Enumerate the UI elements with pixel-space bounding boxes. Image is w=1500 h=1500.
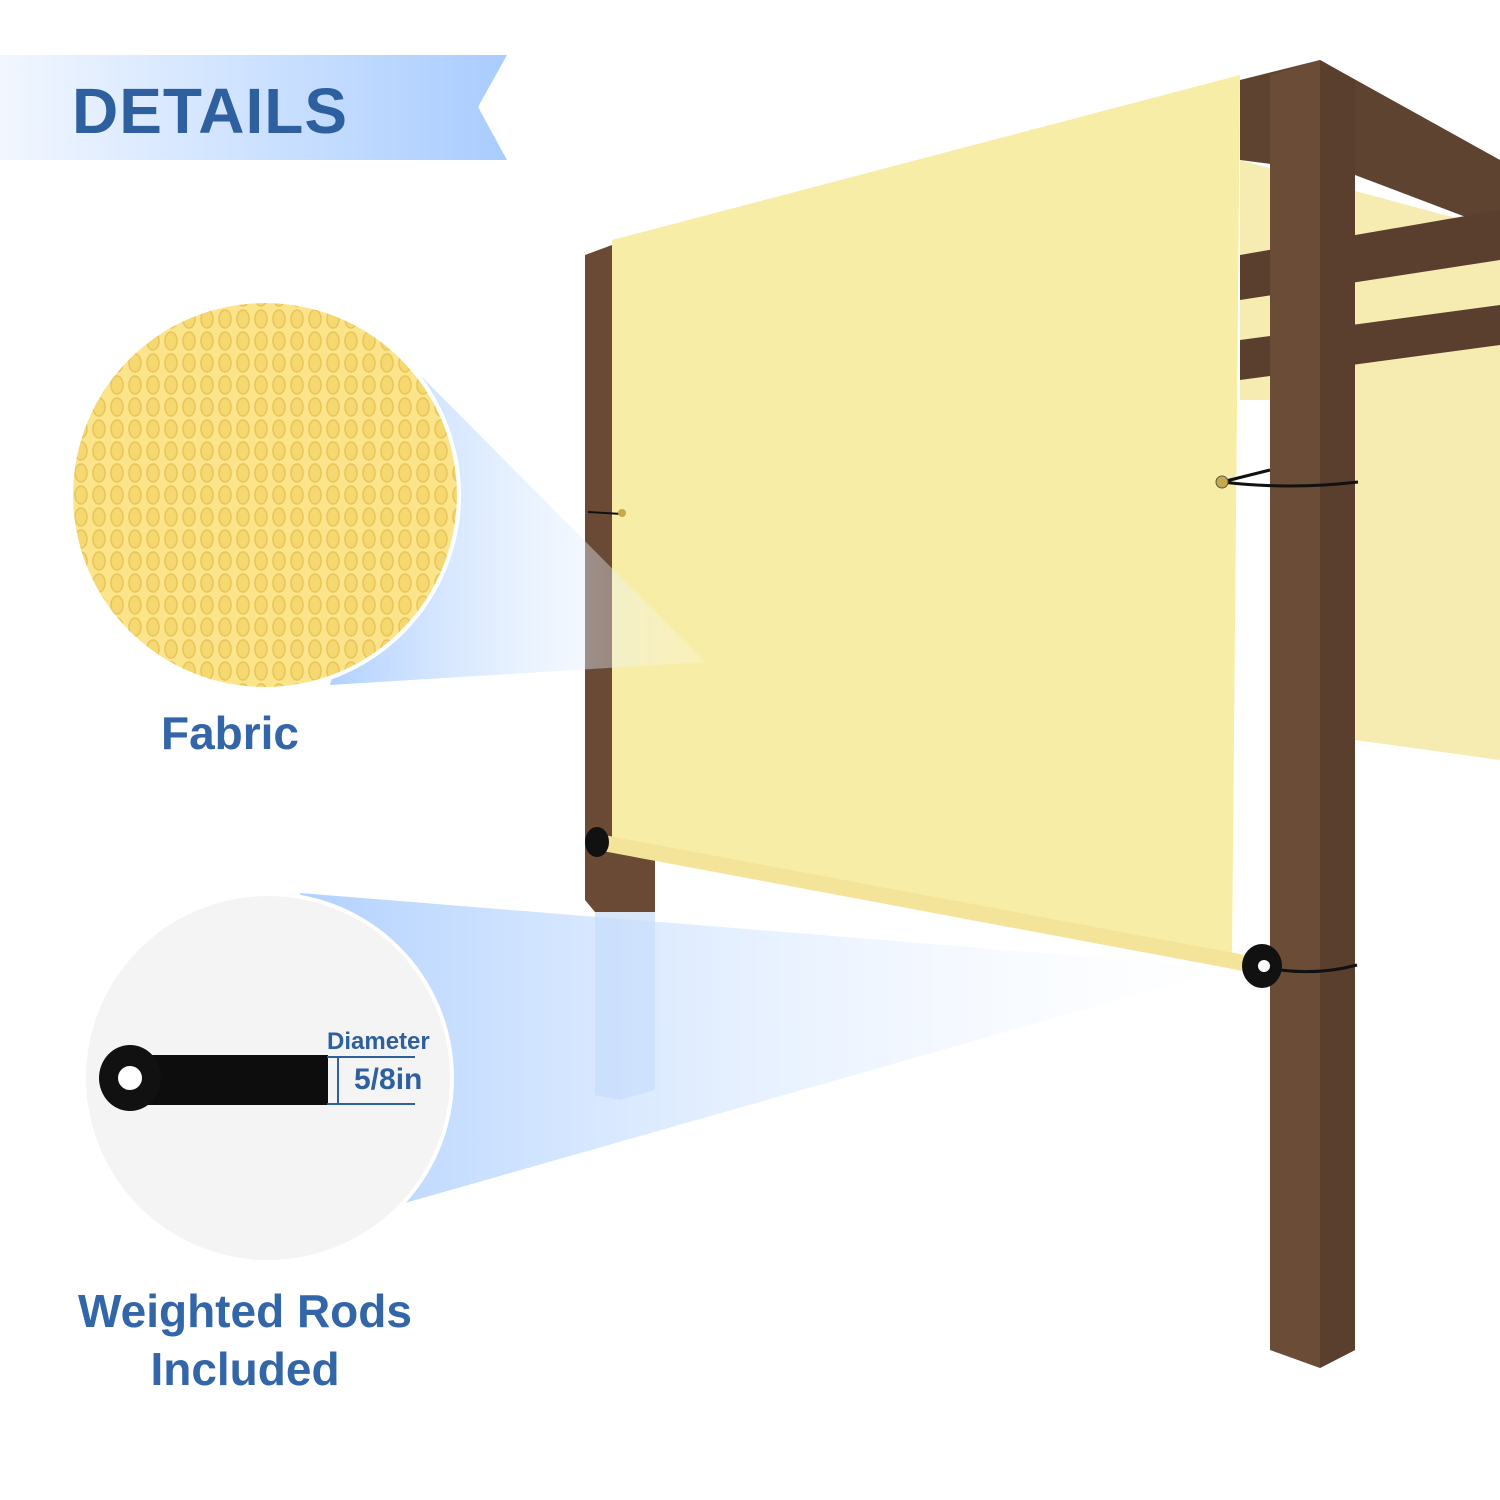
rod-end-cap: [585, 827, 609, 857]
diameter-title: Diameter: [327, 1028, 430, 1055]
fabric-closeup: [73, 303, 457, 687]
tie-cord: [1221, 468, 1359, 488]
banner-ribbon: [0, 55, 507, 160]
fabric-label: Fabric: [160, 707, 300, 759]
shade-fabric-panel: [612, 75, 1240, 955]
weighted-rods-label: Weighted Rods Included: [40, 1282, 450, 1398]
left-post: [585, 245, 655, 912]
rods-label-line2: Included: [150, 1343, 340, 1395]
rod-callout-beam: [300, 893, 1230, 1203]
diameter-value: 5/8in: [354, 1063, 423, 1096]
rods-label-line1: Weighted Rods: [78, 1285, 412, 1337]
banner-title: DETAILS: [72, 75, 349, 147]
weighted-rod: [596, 834, 1257, 973]
rod-closeup-bar: [130, 1055, 328, 1105]
